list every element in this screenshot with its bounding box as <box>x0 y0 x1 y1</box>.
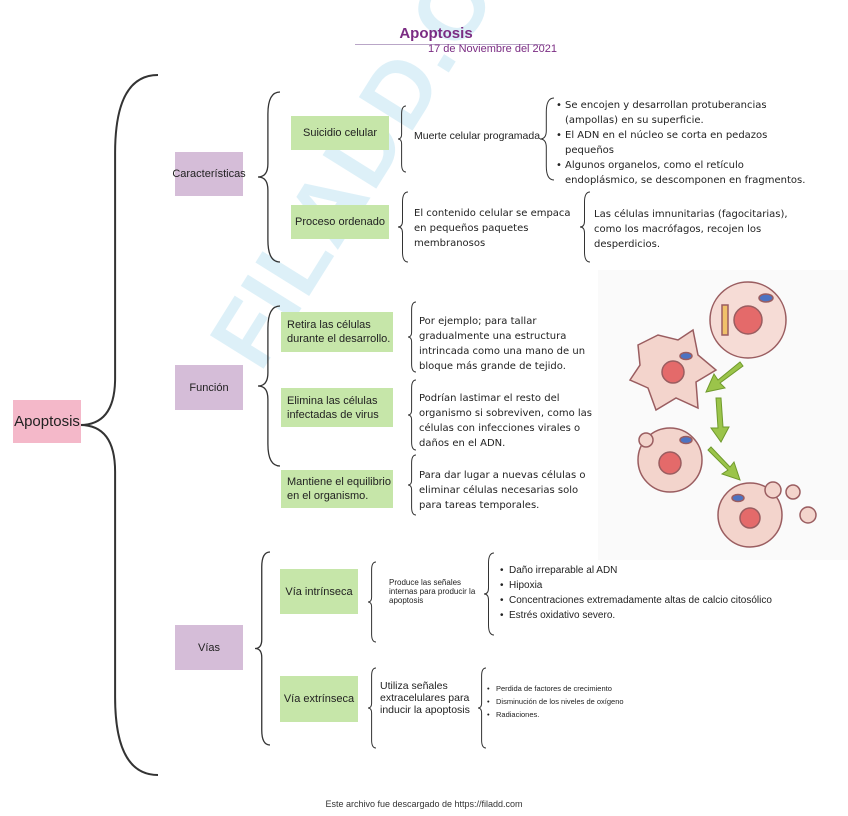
brace-connector <box>483 552 495 636</box>
shrinking-cell <box>628 328 718 412</box>
brace-connector <box>407 301 417 373</box>
brace-connector <box>397 191 409 263</box>
healthy-cell <box>709 281 787 359</box>
mantiene-detail: Para dar lugar a nuevas células o elimin… <box>419 470 586 511</box>
bullet-item: Concentraciones extremadamente altas de … <box>500 593 772 608</box>
title-underline <box>355 44 545 45</box>
brace-connector <box>254 551 271 746</box>
extrinseca-bullets: Perdida de factores de crecimiento Dismi… <box>487 682 624 721</box>
bullet-item: El ADN en el núcleo se corta en pedazos … <box>556 128 811 158</box>
bullet-item: Radiaciones. <box>487 708 624 721</box>
arrow-icon <box>705 361 744 481</box>
node-mantiene-equilibrio: Mantiene el equilibrio en el organismo. <box>281 470 393 508</box>
brace-connector <box>397 105 407 173</box>
page-date: 17 de Noviembre del 2021 <box>428 43 558 55</box>
node-elimina-celulas: Elimina las células infectadas de virus <box>281 388 393 427</box>
footer-download-note: Este archivo fue descargado de https://f… <box>325 799 523 809</box>
blebbing-cell <box>637 427 703 493</box>
proceso-detail: El contenido celular se empaca en pequeñ… <box>414 208 571 249</box>
bullet-item: Hipoxia <box>500 578 772 593</box>
intrinseca-detail: Produce las señales internas para produc… <box>389 578 476 605</box>
bullet-item: Daño irreparable al ADN <box>500 563 772 578</box>
bullet-item: Algunos organelos, como el retículo endo… <box>556 158 811 188</box>
node-via-extrinseca: Vía extrínseca <box>280 676 358 722</box>
suicidio-bullets: Se encojen y desarrollan protuberancias … <box>556 98 811 188</box>
fragmented-cell <box>717 481 817 548</box>
bullet-item: Estrés oxidativo severo. <box>500 608 772 623</box>
brace-connector <box>367 667 377 749</box>
brace-connector <box>477 667 487 749</box>
bullet-item: Perdida de factores de crecimiento <box>487 682 624 695</box>
brace-connector <box>407 379 417 451</box>
node-retira-celulas: Retira las células durante el desarrollo… <box>281 312 393 352</box>
brace-connector <box>257 305 281 467</box>
apoptosis-cells-illustration <box>598 270 848 560</box>
root-node: Apoptosis <box>13 400 81 443</box>
brace-connector <box>407 454 417 516</box>
retira-detail: Por ejemplo; para tallar gradualmente un… <box>419 316 586 372</box>
category-caracteristicas: Características <box>172 152 246 196</box>
elimina-detail: Podrían lastimar el resto del organismo … <box>419 393 593 449</box>
bullet-item: Se encojen y desarrollan protuberancias … <box>556 98 811 128</box>
node-suicidio-celular: Suicidio celular <box>291 116 389 150</box>
brace-connector <box>79 74 159 776</box>
proceso-extra: Las células imnunitarias (fagocitarias),… <box>594 209 788 250</box>
brace-connector <box>539 97 555 181</box>
node-via-intrinseca: Vía intrínseca <box>280 569 358 614</box>
brace-connector <box>257 91 281 263</box>
bullet-item: Disminución de los niveles de oxígeno <box>487 695 624 708</box>
category-vias: Vías <box>175 625 243 670</box>
intrinseca-bullets: Daño irreparable al ADN Hipoxia Concentr… <box>500 563 772 623</box>
suicidio-detail: Muerte celular programada <box>414 130 541 142</box>
brace-connector <box>367 561 377 643</box>
category-funcion: Función <box>175 365 243 410</box>
extrinseca-detail: Utiliza señales extracelulares para indu… <box>380 680 470 716</box>
page-title: Apoptosis <box>399 25 473 42</box>
brace-connector <box>579 191 591 263</box>
node-proceso-ordenado: Proceso ordenado <box>291 205 389 239</box>
